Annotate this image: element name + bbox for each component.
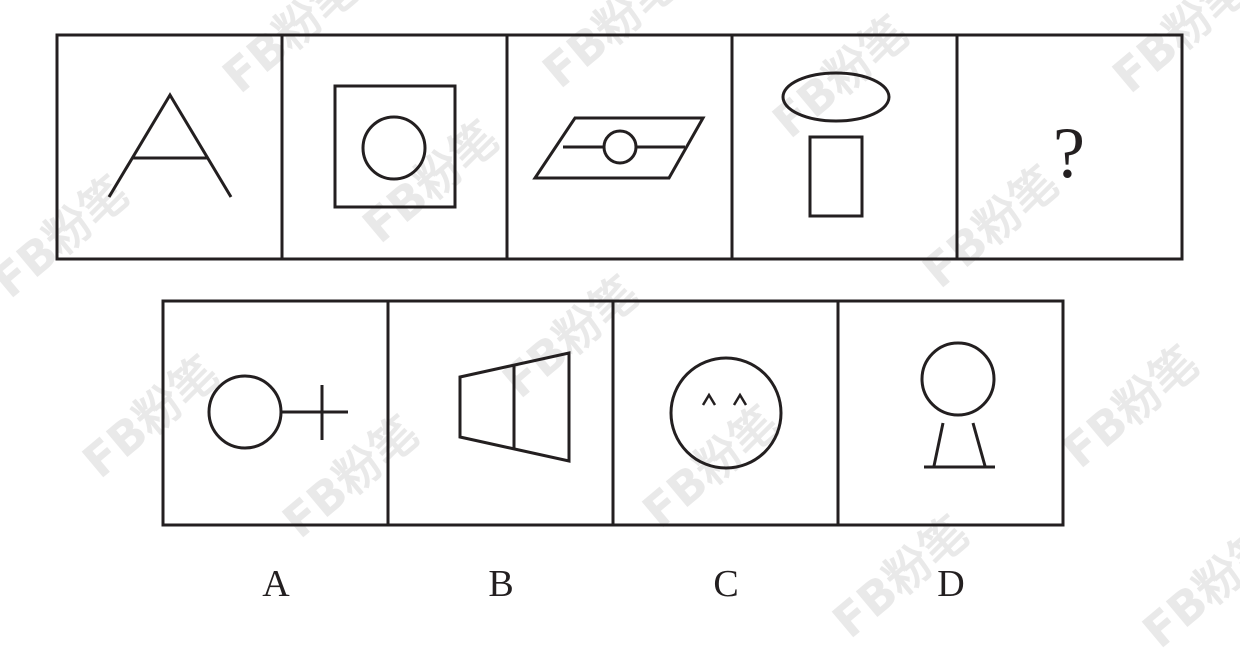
question-cell-5	[955, 33, 1184, 261]
watermark: FB粉笔	[352, 110, 508, 253]
question-mark: ?	[1053, 113, 1085, 193]
ellipse-above-rectangle-figure	[781, 71, 891, 218]
watermark: FB粉笔	[1052, 335, 1208, 478]
watermark: FB粉笔	[0, 165, 138, 308]
watermark: FB粉笔	[272, 405, 428, 548]
circle-in-square-figure	[333, 84, 457, 209]
watermark: FB粉笔	[1102, 0, 1240, 103]
letter-a-figure	[107, 92, 233, 198]
question-cell-3	[505, 33, 734, 261]
watermark: FB粉笔	[212, 0, 368, 103]
option-a-figure	[207, 374, 348, 450]
watermark: FB粉笔	[762, 5, 918, 148]
watermark: FB粉笔	[532, 0, 688, 98]
watermark: FB粉笔	[912, 155, 1068, 298]
question-row: ?	[55, 33, 1184, 261]
option-label-c[interactable]: C	[713, 563, 738, 605]
parallelogram-circle-figure	[532, 116, 706, 180]
watermark: FB粉笔	[72, 345, 228, 488]
watermark: FB粉笔	[1132, 515, 1240, 654]
options-row	[161, 299, 1065, 527]
option-b-figure	[458, 351, 571, 463]
option-cell-d[interactable]	[836, 299, 1065, 527]
option-label-a[interactable]: A	[262, 563, 290, 605]
option-label-d[interactable]: D	[937, 563, 964, 605]
option-d-figure	[920, 341, 996, 469]
option-c-figure	[669, 356, 783, 470]
option-labels: A B C D	[262, 563, 964, 605]
option-label-b[interactable]: B	[488, 563, 513, 605]
